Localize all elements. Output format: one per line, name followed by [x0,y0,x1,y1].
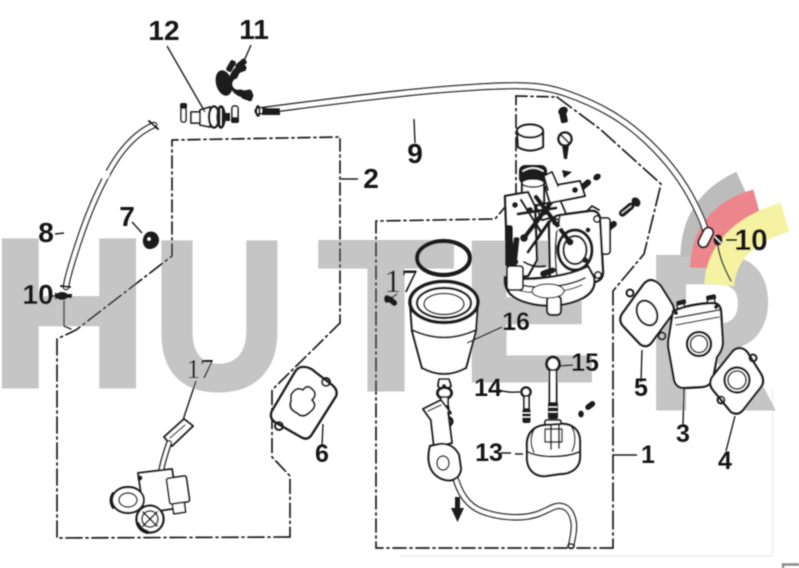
callouts: 12 11 9 2 8 7 10 17 16 15 14 13 1 5 3 4 … [22,14,767,475]
leader-7 [131,221,143,234]
part-bowl-o-ring [414,238,473,278]
watermark-letter-u: U [152,198,286,434]
leader-12 [166,45,206,113]
part-17-screw [384,295,398,306]
callout-16: 16 [502,308,530,336]
leader-4 [725,415,736,452]
part-small-screw [578,401,596,418]
leader-8 [54,232,65,235]
part-16-float-bowl [408,279,480,391]
leader-10-left-arrowhead [55,292,62,300]
leader-9 [413,118,416,144]
part-cup [515,123,545,152]
leader-16 [466,326,503,344]
brand-logo-yellow-band [704,202,790,287]
part-top-screws [557,106,601,193]
leader-13 [501,452,523,455]
leader-17-top [388,293,398,301]
callout-17-top: 17 [385,264,418,300]
callout-4: 4 [718,447,732,475]
part-4-gasket [709,346,765,415]
part-11-hose-clamp [215,58,254,102]
brand-logo-red-band [690,189,762,270]
part-elbow-joint [422,399,463,482]
corner-box-glyph [781,563,799,568]
leader-3 [682,388,685,426]
part-14-screw [520,386,532,423]
leader-10-right [717,245,732,282]
panel-box-2 [56,136,341,539]
callout-5: 5 [634,374,648,402]
callout-10-left: 10 [22,279,53,310]
part-15-bolt [545,355,561,419]
callout-11: 11 [239,14,269,45]
part-8-fuel-hose [60,120,159,291]
callout-9: 9 [407,138,423,169]
part-13-float [525,419,582,478]
part-7-nut [142,231,160,250]
callout-2: 2 [363,163,379,194]
callout-13: 13 [475,439,503,467]
callout-14: 14 [474,374,502,402]
leader-6 [321,423,324,447]
leader-14 [498,389,521,393]
part-carburetor [503,165,611,317]
callout-7: 7 [119,201,135,232]
callout-6: 6 [315,440,329,468]
callout-15: 15 [571,349,599,377]
part-6-gasket [269,365,338,440]
brand-logo [680,171,790,287]
callout-1: 1 [641,441,655,469]
part-5-gasket [619,278,675,348]
part-inlet-pipe [452,476,578,550]
callout-3: 3 [676,420,690,448]
leader-10-left-line [63,300,72,330]
leader-11 [235,44,252,80]
leader-15 [559,364,574,367]
part-12-fitting [180,103,239,129]
page-frame [400,390,774,557]
panel-box-1 [375,95,662,549]
callout-17-bottom: 17 [187,354,214,384]
flow-arrow [451,497,464,522]
part-3-insulator [666,294,725,390]
part-9-fuel-hose [254,82,715,249]
watermark-letter-h: H [0,195,148,431]
leader-5 [640,349,643,383]
callout-8: 8 [38,217,54,248]
callout-12: 12 [148,15,179,46]
leader-17-bottom [182,380,197,421]
part-17-petcock [109,418,194,534]
callout-10-right: 10 [734,224,767,257]
part-10-hose-screw-right [713,234,732,282]
